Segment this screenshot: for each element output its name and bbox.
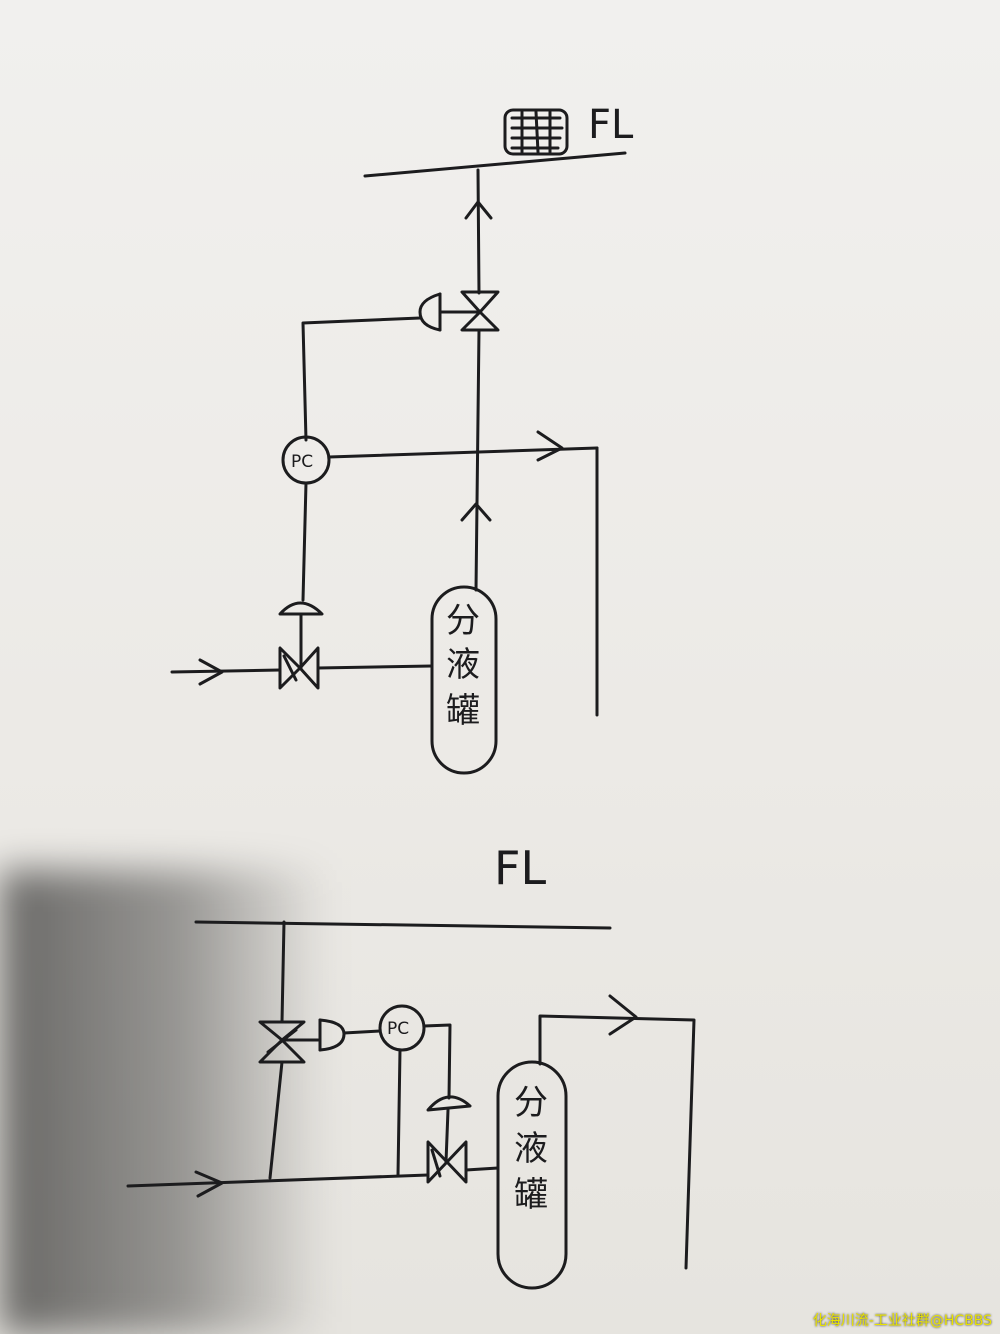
top-flow-arrow-1 [464,200,493,220]
top-lower-actuator [278,601,324,670]
bottom-knockout-vessel: 分 液 罐 [496,1060,568,1290]
bottom-signal-to-pc [342,1029,382,1035]
top-signal-line-upper [301,316,422,442]
hand-shadow [0,870,330,1334]
bottom-vessel-outlet-line [538,1014,696,1270]
bottom-vessel-char-2: 液 [514,1129,548,1169]
top-fl-label: FL [588,102,634,148]
top-pc-label: PC [291,452,313,472]
top-vessel-char-1: 分 [446,601,480,641]
top-riser-upper [476,168,481,295]
top-flow-arrow-2 [460,502,492,522]
bottom-outlet-arrow [608,994,638,1036]
top-sensing-arrow [536,430,564,462]
bottom-riser-upper [280,920,286,1024]
top-diagram: FL PC [170,102,634,775]
top-flare-header-line [363,151,627,178]
top-vessel-char-3: 罐 [446,691,480,731]
bottom-pc-controller: PC [378,1004,426,1052]
top-knockout-vessel: 分 液 罐 [430,585,498,775]
bottom-lower-actuator [426,1095,472,1164]
bottom-valve-actuator [318,1018,346,1052]
top-inlet-line [170,668,282,674]
bottom-valve-to-vessel-line [464,1166,500,1172]
top-sensing-line [327,446,599,459]
bottom-inlet-arrow [194,1170,224,1198]
bottom-lower-control-valve [426,1140,468,1184]
top-valve-to-vessel-line [316,664,434,670]
top-riser-lower [474,328,481,592]
bottom-control-valve [258,1020,306,1064]
top-control-valve [453,290,500,332]
bottom-pc-sensing-line [396,1048,402,1177]
bottom-riser-lower [268,1060,284,1180]
bottom-vessel-char-1: 分 [514,1083,548,1123]
top-signal-line-lower [301,481,308,602]
bottom-diagram: FL PC [126,841,696,1290]
watermark-text: 化海川流-工业社群@HCBBS [812,1313,992,1329]
top-inlet-arrow [198,658,224,686]
bottom-vessel-char-3: 罐 [514,1175,548,1215]
bottom-pc-label: PC [387,1019,409,1039]
top-pc-controller: PC [281,435,331,485]
bottom-inlet-line [126,1173,430,1188]
bottom-flare-header-line [194,920,612,930]
bottom-fl-label: FL [494,841,546,895]
top-scribble-mark [503,108,569,156]
top-vessel-char-2: 液 [446,645,480,685]
top-lower-control-valve [278,646,320,690]
top-valve-actuator [418,292,457,332]
bottom-signal-to-lower-valve [422,1023,452,1100]
